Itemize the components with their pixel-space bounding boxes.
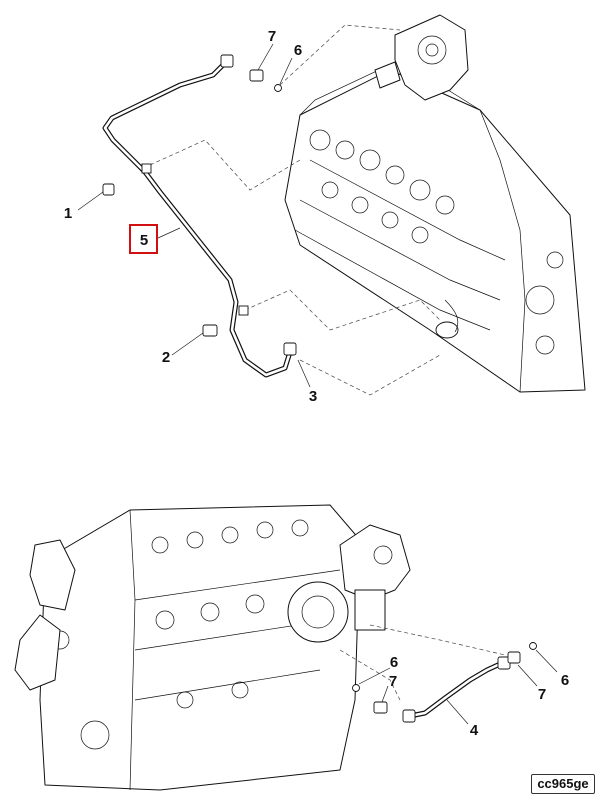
oil-pipe-5	[102, 54, 297, 378]
seal-ring-6-right	[529, 642, 537, 650]
callout-1: 1	[64, 205, 72, 222]
seal-ring-6-top	[274, 84, 282, 92]
drawing-code-label: cc965ge	[531, 774, 595, 794]
callout-6-mid: 6	[390, 654, 398, 671]
leader-lines-top	[77, 43, 311, 388]
engine-block-top	[284, 14, 586, 393]
fitting-2	[202, 324, 218, 337]
callout-3: 3	[309, 388, 317, 405]
engine-block-bottom	[14, 504, 411, 791]
callout-labels: 7 6 1 5 2 3 6 7 4 7 6	[64, 28, 569, 739]
seal-ring-6-mid	[352, 684, 360, 692]
callout-5: 5	[140, 232, 148, 249]
leader-lines-bottom	[358, 649, 558, 725]
assembly-lines-bottom	[339, 624, 506, 701]
fitting-7-top	[249, 69, 264, 82]
callout-7-top: 7	[268, 28, 276, 45]
callout-7-mid: 7	[389, 673, 397, 690]
fittings-bottom	[352, 642, 537, 714]
callout-6-right: 6	[561, 672, 569, 689]
fitting-7-right	[507, 651, 521, 664]
fittings-top	[102, 69, 282, 337]
fitting-7-mid	[373, 701, 388, 714]
oil-pipe-4	[402, 656, 511, 723]
assembly-lines-top	[149, 24, 441, 396]
callout-7-right: 7	[538, 686, 546, 703]
callout-4: 4	[470, 722, 479, 739]
callout-6-top: 6	[294, 42, 302, 59]
highlighted-callout-box	[129, 224, 158, 254]
bolt-1	[102, 183, 115, 196]
callout-2: 2	[162, 349, 170, 366]
